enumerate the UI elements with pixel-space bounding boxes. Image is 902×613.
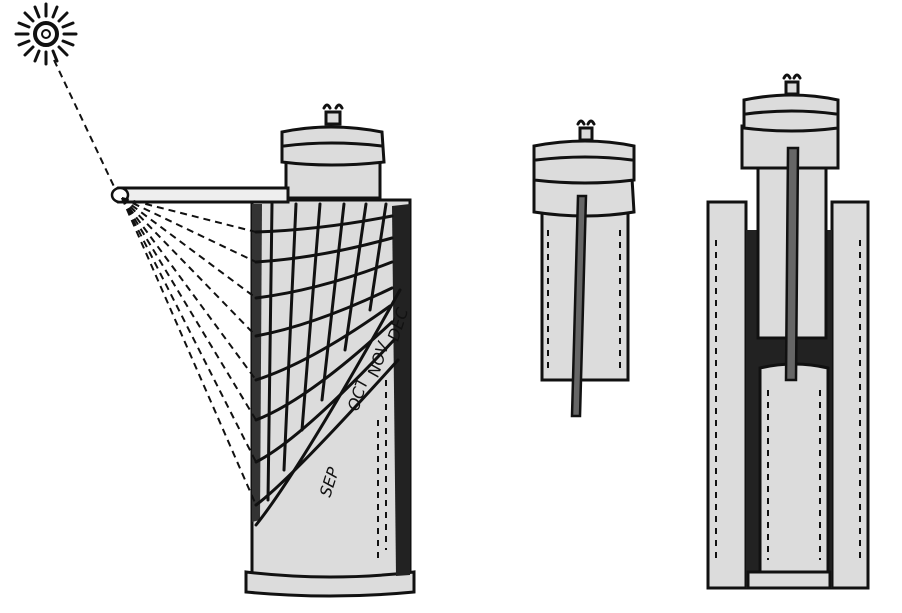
gnomon-rod [111,186,290,204]
cylinder-left-edge [252,204,262,522]
cap-knob [324,110,342,126]
sun-ray-line [53,59,119,196]
inner-core [758,362,830,574]
pointer-rod [570,194,588,418]
sectional-view [706,73,870,590]
shadow-projection-lines [121,197,257,506]
cap-with-pointer [532,119,636,418]
sleeve-bottom [746,570,832,590]
sleeve-right-wall [830,200,870,590]
sun-icon [14,2,78,66]
middle-cap [532,139,636,185]
middle-knob [578,126,594,142]
cylinder-base [244,570,416,598]
hour-lines [266,202,388,502]
right-pointer-rod [784,146,800,382]
assembled-sundial: SEP OCT NOV DEC [110,103,416,598]
envelope-curve [254,288,402,527]
body-texture [377,380,387,560]
right-cap [742,93,840,133]
sleeve-left-wall [706,200,748,590]
right-knob [784,80,800,96]
cylinder-cap-upper [280,125,386,167]
